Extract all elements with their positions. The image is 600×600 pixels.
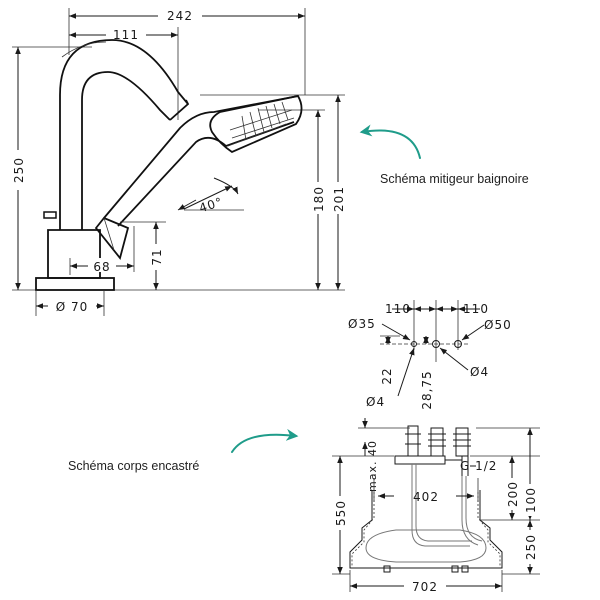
dim-d4-left: Ø4: [366, 395, 385, 409]
dim-w402: 402: [413, 490, 439, 504]
dim-thread: G 1/2: [460, 459, 497, 473]
dim-spacing-left: 110: [385, 302, 411, 316]
dim-total-height: 250: [12, 157, 26, 183]
caption-body: Schéma corps encastré: [68, 459, 199, 473]
dim-base-71: 71: [150, 248, 164, 265]
caption-mixer: Schéma mitigeur baignoire: [380, 172, 529, 186]
teal-curved-arrow-icon: [231, 428, 299, 453]
teal-curved-arrow-icon: [359, 124, 421, 159]
concealed-body-drawing: max. 40 G 1/2: [331, 418, 540, 594]
dim-v2875: 28,75: [420, 370, 434, 409]
hole-pattern: 110 110 Ø35 Ø50 Ø4 Ø4 22 28,75: [348, 300, 512, 410]
dim-d50: Ø50: [484, 318, 512, 332]
dim-h100: 100: [524, 487, 538, 513]
mixer-drawing: 242 111 250 180 201: [8, 8, 347, 316]
dim-spacing-right: 110: [463, 302, 489, 316]
dim-v22: 22: [380, 367, 394, 384]
dim-spout-reach: 111: [113, 28, 139, 42]
dim-height-201: 201: [332, 186, 346, 212]
dim-h250: 250: [524, 534, 538, 560]
dim-angle: 40°: [197, 195, 224, 216]
dim-w702: 702: [412, 580, 438, 594]
dim-h200: 200: [506, 481, 520, 507]
dim-h550: 550: [334, 500, 348, 526]
dim-max40: max. 40: [366, 440, 379, 492]
dim-base-68: 68: [93, 260, 110, 274]
dim-d4-right: Ø4: [470, 365, 489, 379]
dim-base-diameter: Ø 70: [56, 300, 89, 314]
dim-height-180: 180: [312, 186, 326, 212]
dim-d35: Ø35: [348, 317, 376, 331]
dim-total-width: 242: [167, 9, 193, 23]
